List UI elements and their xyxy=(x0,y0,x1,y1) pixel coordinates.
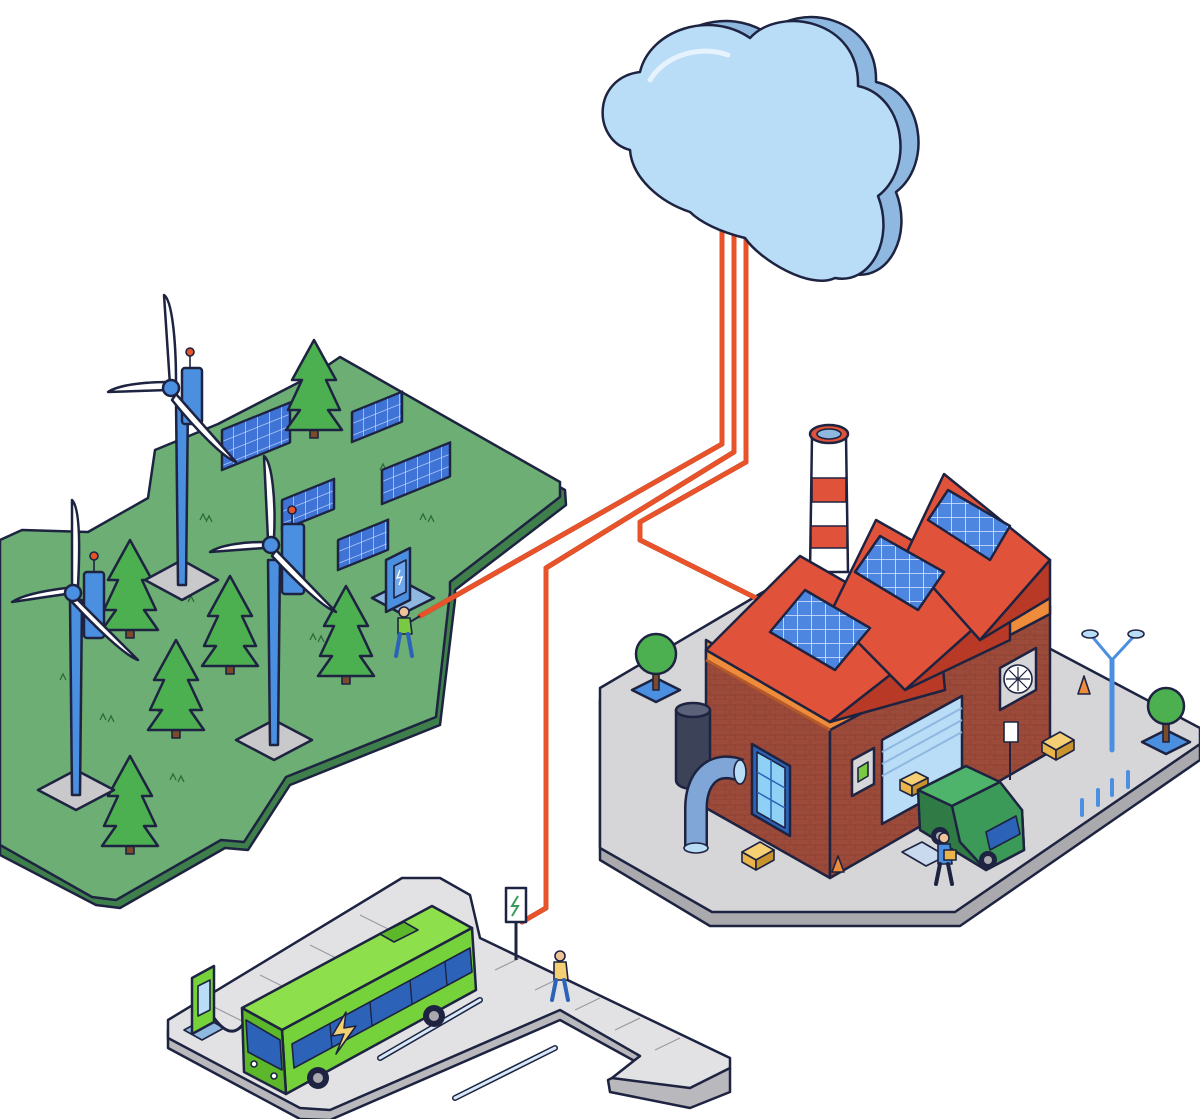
solar-panel xyxy=(280,477,336,532)
delivery-van xyxy=(916,764,1026,872)
pipe xyxy=(683,755,747,854)
cable-to-field xyxy=(417,225,725,619)
plaza-trees xyxy=(630,632,1192,756)
solar-panel xyxy=(336,518,390,572)
pedestrian xyxy=(550,950,570,1002)
courier xyxy=(934,832,957,886)
tree xyxy=(100,538,160,639)
field-worker xyxy=(394,606,421,658)
factory xyxy=(674,423,1052,880)
turbine-blades xyxy=(10,498,140,662)
chimney xyxy=(808,423,850,574)
cargo-boxes xyxy=(741,731,1075,871)
wind-turbines xyxy=(10,293,338,812)
street-light xyxy=(1081,629,1145,753)
traffic-cone xyxy=(831,855,845,873)
cable-to-bus-charger xyxy=(519,225,737,925)
factory-window xyxy=(750,742,792,838)
turbine-2 xyxy=(10,498,140,812)
tree xyxy=(100,754,160,855)
traffic-cone xyxy=(1077,675,1091,695)
substation-box xyxy=(370,546,436,616)
sign-post xyxy=(1003,721,1019,780)
tree xyxy=(284,338,344,439)
power-cables xyxy=(417,225,771,925)
tree xyxy=(146,638,206,739)
solar-panel xyxy=(380,441,452,506)
lightning-icon xyxy=(331,1011,357,1055)
roof-solar-panels xyxy=(768,488,1012,672)
lightning-icon xyxy=(510,895,520,917)
high-voltage-icon xyxy=(395,569,404,586)
trees xyxy=(100,338,376,855)
cable-to-factory xyxy=(637,225,771,607)
ventilation-fan xyxy=(998,646,1038,712)
charger-sign xyxy=(504,886,528,960)
sidewalk-tiles xyxy=(209,914,681,1051)
tree xyxy=(1140,686,1192,756)
turbine-blades xyxy=(208,454,338,614)
tree xyxy=(200,574,260,675)
turbine-1 xyxy=(106,293,238,602)
bus-charger xyxy=(183,964,248,1041)
turbine-blades xyxy=(106,293,238,464)
turbine-3 xyxy=(208,454,338,762)
solar-panel xyxy=(350,390,404,444)
electric-bus xyxy=(240,904,478,1096)
cloud-server xyxy=(601,15,920,282)
tree xyxy=(630,632,682,704)
tree xyxy=(316,584,376,685)
bollards xyxy=(1080,770,1130,817)
